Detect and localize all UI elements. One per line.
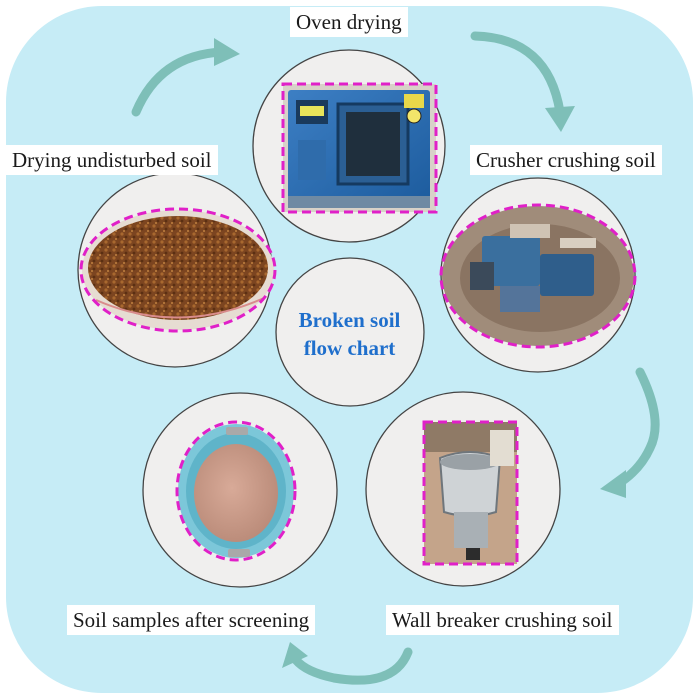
label-soil-samples-after-screening: Soil samples after screening [67, 605, 316, 635]
center-circle [275, 257, 425, 407]
cycle-arrow-icon [282, 642, 413, 685]
label-oven-drying: Oven drying [290, 7, 408, 37]
label-drying-undisturbed-soil: Drying undisturbed soil [6, 145, 218, 175]
stage-dried-soil [77, 172, 277, 368]
oven-photo [283, 84, 436, 212]
center-title: Broken soil flow chart [276, 306, 423, 362]
cycle-arrow-icon [600, 367, 660, 498]
wall-breaker-photo [424, 422, 517, 564]
dried-soil-photo [82, 210, 274, 330]
center-title-line-1: Broken soil [298, 308, 401, 332]
center-title-line-2: flow chart [303, 336, 396, 360]
cycle-arrow-icon [131, 38, 240, 117]
stage-sieved-soil [142, 392, 338, 588]
stage-wall-breaker [365, 391, 561, 587]
crusher-photo [442, 206, 634, 346]
sieved-soil-photo [178, 424, 294, 558]
stage-crusher [439, 177, 637, 373]
stage-oven-drying [252, 49, 446, 243]
cycle-arrow-icon [470, 31, 575, 132]
label-wall-breaker-crushing-soil: Wall breaker crushing soil [386, 605, 619, 635]
label-crusher-crushing-soil: Crusher crushing soil [470, 145, 662, 175]
